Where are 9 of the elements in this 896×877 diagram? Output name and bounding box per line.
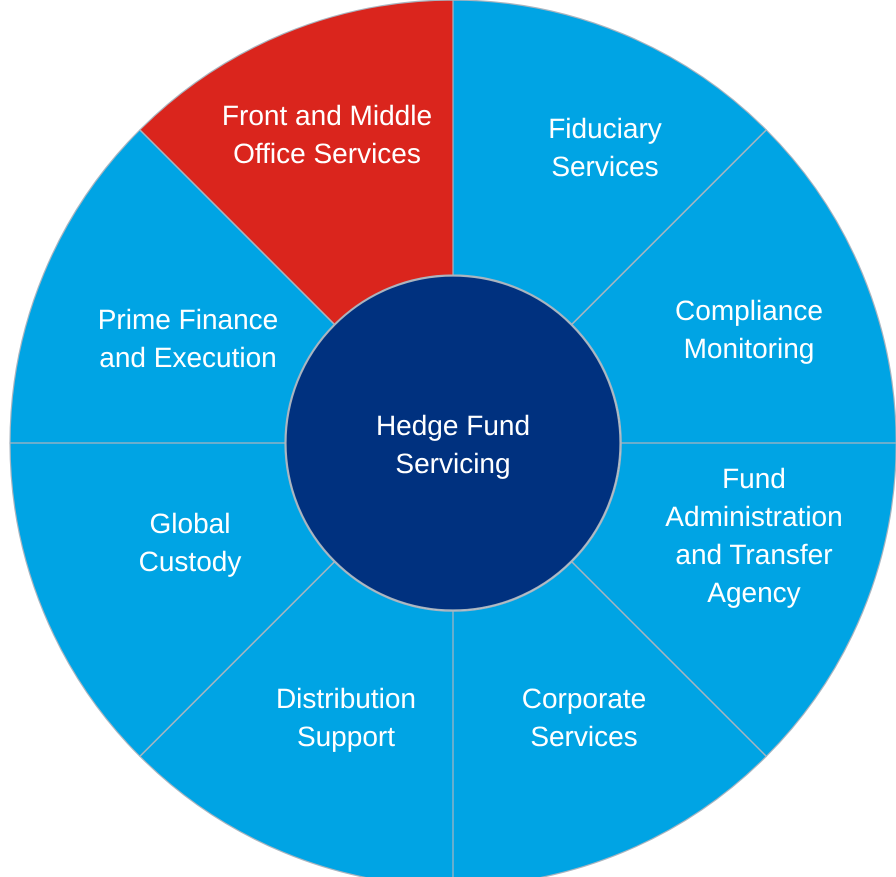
hub-label: Hedge Fund Servicing: [374, 409, 532, 481]
segment-label: Fund Administration and Transfer Agency: [664, 462, 844, 610]
segment-label: Front and Middle Office Services: [220, 99, 434, 171]
segment-label: Compliance Monitoring: [674, 294, 824, 366]
segment-label: Prime Finance and Execution: [96, 302, 280, 375]
segment-label: Corporate Services: [520, 682, 648, 754]
segment-label: Global Custody: [138, 507, 242, 579]
segment-label: Distribution Support: [274, 682, 418, 754]
segment-label: Fiduciary Services: [547, 112, 663, 184]
